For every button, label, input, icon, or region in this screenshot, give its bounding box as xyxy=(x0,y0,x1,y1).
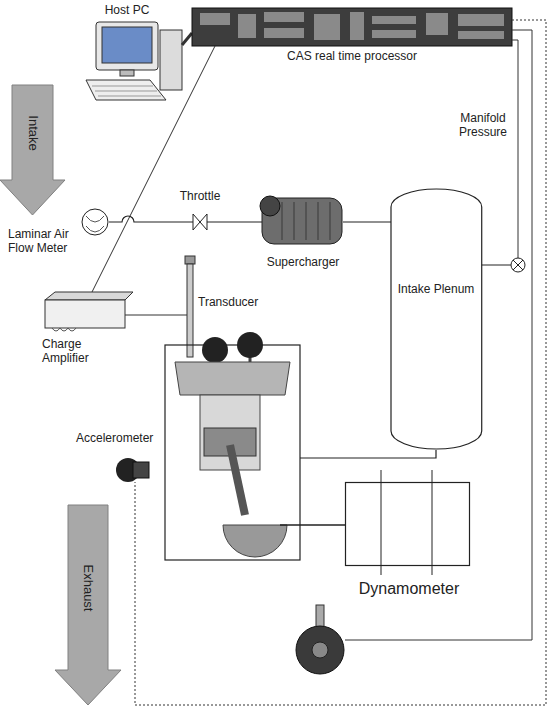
intake-pipe xyxy=(109,216,392,222)
sensor-cable xyxy=(125,315,187,316)
shaft-encoder xyxy=(296,626,344,674)
amplifier-cable xyxy=(52,328,76,331)
transducer-cap xyxy=(185,256,195,264)
node-text: Dynamometer xyxy=(359,580,459,598)
encoder-shaft xyxy=(316,605,324,627)
intake-arrow: Intake xyxy=(0,85,65,215)
valve-spring xyxy=(202,337,228,363)
board-chip xyxy=(372,30,416,38)
board-chip xyxy=(238,14,256,38)
signal-wire xyxy=(90,46,215,296)
sensor-label: Transducer xyxy=(198,296,268,310)
device-label: Laminar Air Flow Meter xyxy=(8,228,80,256)
pc-stand xyxy=(120,70,134,76)
accelerometer-base xyxy=(133,462,149,478)
processor-board xyxy=(192,8,512,46)
board-chips xyxy=(200,12,504,40)
board-chip xyxy=(426,13,448,35)
board-chip xyxy=(314,14,340,40)
pc-keyboard xyxy=(86,80,166,100)
node-text: Intake Plenum xyxy=(398,283,475,297)
board-chip xyxy=(264,12,304,22)
device-label: CAS real time processor xyxy=(192,50,512,64)
encoder-hub xyxy=(312,642,328,658)
part-label: Supercharger xyxy=(258,256,348,270)
flow-arrow xyxy=(55,505,121,705)
dynamometer-outline xyxy=(346,483,470,566)
keyboard-keys xyxy=(92,86,161,96)
pc-screen xyxy=(102,27,152,63)
dynamometer-box: Dynamometer xyxy=(345,470,473,605)
connecting-rod xyxy=(230,445,245,515)
exhaust-arrow: Exhaust xyxy=(55,505,121,705)
plenum-outline xyxy=(391,189,482,449)
pressure-transducer xyxy=(187,264,193,357)
board-chip xyxy=(200,13,230,25)
supercharger-pulley xyxy=(260,196,280,216)
pressure-sensor-mark xyxy=(513,260,523,270)
dynamometer-bars xyxy=(381,470,432,575)
plenum-tank: Intake Plenum xyxy=(390,188,483,450)
pc-link xyxy=(182,33,192,45)
pc-tower xyxy=(160,30,182,90)
signal-wire xyxy=(512,40,518,258)
throttle-valve xyxy=(193,214,207,230)
drive-shaft xyxy=(280,524,345,526)
node-outline xyxy=(390,188,483,450)
pressure-sensor xyxy=(511,258,525,272)
device-label: Host PC xyxy=(96,4,158,18)
sensor-pipe xyxy=(480,265,511,266)
valve-spring xyxy=(237,332,263,358)
amplifier-top xyxy=(45,292,133,300)
board-chip xyxy=(372,16,416,24)
board-chip xyxy=(458,14,504,26)
board-chip xyxy=(350,12,364,40)
flow-meter xyxy=(82,209,108,235)
part-label: Throttle xyxy=(175,190,225,204)
signal-wire xyxy=(135,20,546,705)
sensor-label: Accelerometer xyxy=(76,432,162,446)
pc-monitor xyxy=(96,22,158,70)
device-label: Charge Amplifier xyxy=(42,338,118,366)
board-chip xyxy=(458,31,504,39)
signal-wire xyxy=(345,30,532,640)
flow-arrow xyxy=(0,85,65,215)
supercharger-ribs xyxy=(282,202,330,240)
node-text: Intake xyxy=(25,115,40,150)
board-chip xyxy=(264,28,304,38)
manifold-pipe xyxy=(300,450,436,458)
crankshaft xyxy=(223,525,287,557)
node-text: Exhaust xyxy=(81,564,96,611)
charge-amplifier xyxy=(45,300,125,328)
flow-meter-mark xyxy=(86,216,104,232)
cylinder-head xyxy=(175,362,290,395)
engine-frame xyxy=(165,345,300,560)
sensor-label: Manifold Pressure xyxy=(452,112,514,140)
